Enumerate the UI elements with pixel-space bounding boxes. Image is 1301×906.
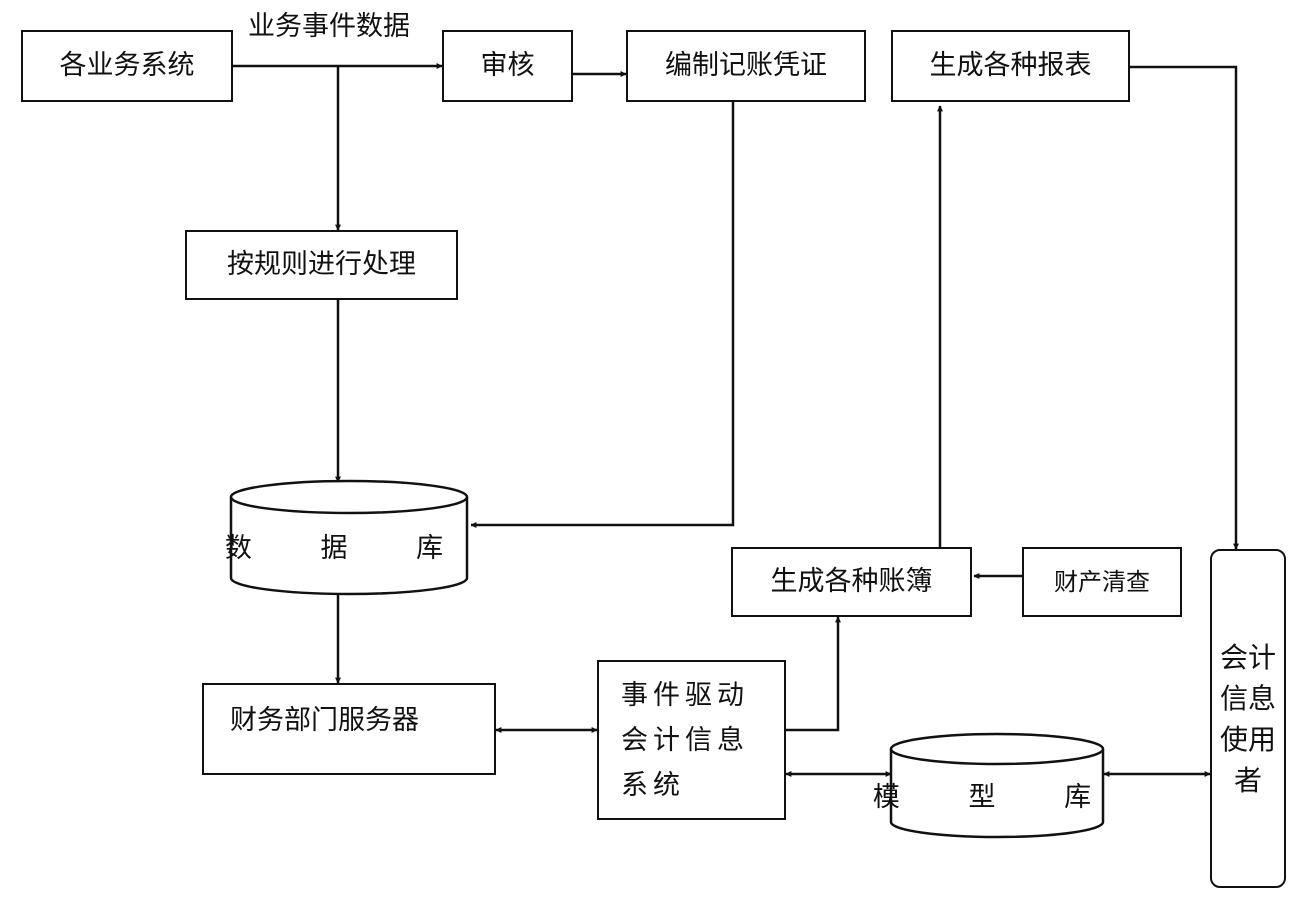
event-driven-system-box: 事件驱动 会计信息 系统 — [597, 660, 786, 820]
reports-box: 生成各种报表 — [891, 30, 1130, 102]
audit-box: 审核 — [442, 30, 573, 102]
business-systems-box: 各业务系统 — [21, 30, 233, 102]
event-system-line-1: 事件驱动 — [621, 679, 749, 711]
event-system-line-2: 会计信息 — [621, 724, 749, 756]
model-base-label: 模 型 库 — [872, 781, 1122, 813]
finance-server-box: 财务部门服务器 — [202, 683, 496, 775]
voucher-box: 编制记账凭证 — [626, 30, 866, 102]
inventory-check-box: 财产清查 — [1022, 547, 1182, 617]
finance-server-label: 财务部门服务器 — [230, 705, 419, 736]
ledgers-box: 生成各种账簿 — [731, 547, 972, 617]
rule-processing-box: 按规则进行处理 — [185, 230, 458, 300]
arrow-event-system-to-ledgers — [786, 616, 841, 732]
event-data-label: 业务事件数据 — [248, 11, 410, 42]
info-users-box: 会计信息使用者 — [1210, 549, 1286, 888]
arrow-reports-to-users — [1130, 65, 1239, 550]
database-label: 数 据 库 — [224, 533, 474, 564]
event-system-line-3: 系统 — [621, 769, 685, 801]
model-base-cylinder — [889, 732, 1105, 839]
arrow-voucher-to-database — [470, 102, 735, 528]
database-cylinder — [229, 479, 469, 596]
